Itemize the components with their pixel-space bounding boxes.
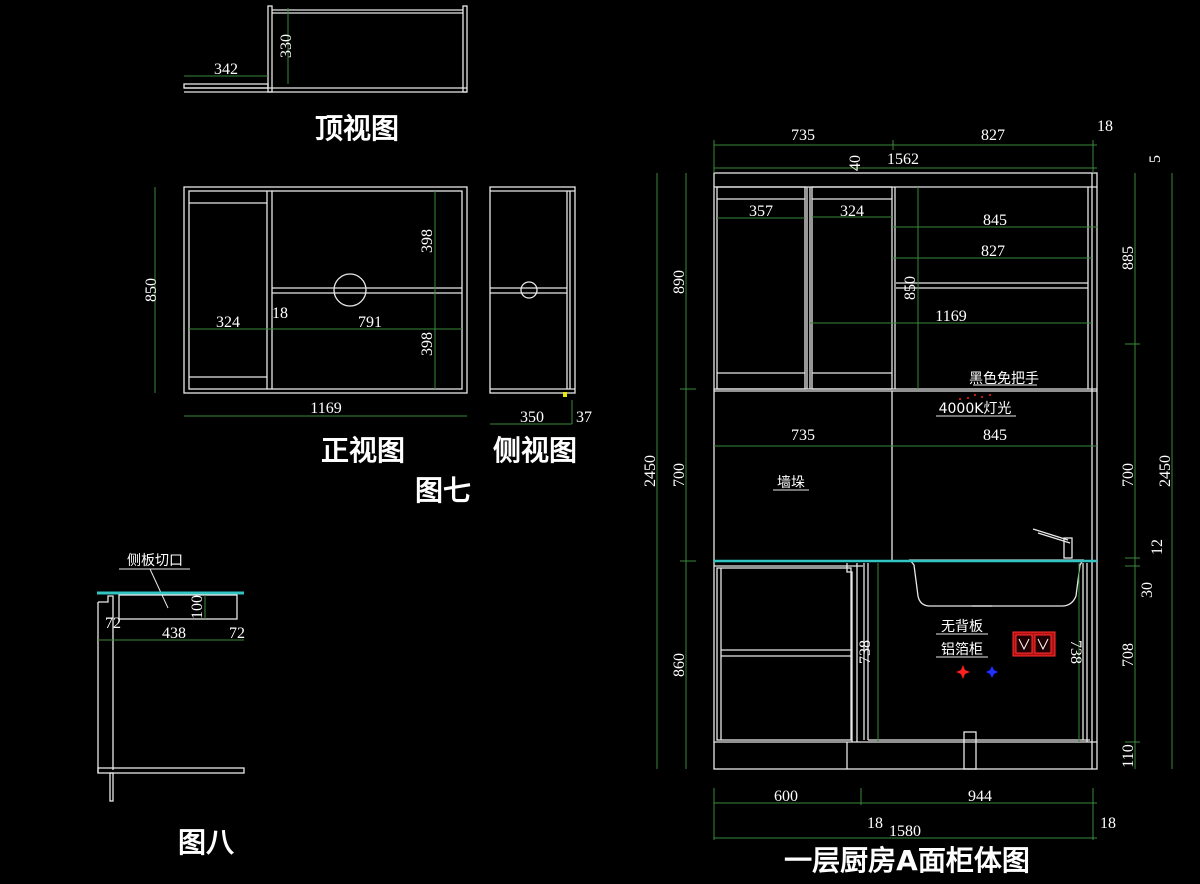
dim-main-40: 40 xyxy=(847,155,864,171)
dim-front-324: 324 xyxy=(216,314,240,331)
main-cabinet xyxy=(713,172,1098,770)
top-view-right-panel xyxy=(462,5,468,93)
faucet xyxy=(1063,537,1073,559)
power-socket-icon xyxy=(1012,631,1056,657)
side-view-hole xyxy=(520,281,538,299)
main-dims xyxy=(656,140,1173,840)
note-no-backboard: 无背板 xyxy=(941,619,983,635)
note-foil-cabinet: 铝箔柜 xyxy=(941,642,983,658)
dim-main-5: 5 xyxy=(1147,155,1164,163)
dim-front-850: 850 xyxy=(143,278,160,302)
dim-main-324: 324 xyxy=(840,203,864,220)
dim-side-37: 37 xyxy=(576,409,592,426)
dim-front-398-lower: 398 xyxy=(419,332,436,356)
dim-main-1580: 1580 xyxy=(889,823,921,840)
dim-main-944: 944 xyxy=(968,788,992,805)
dim-fig8-72-left: 72 xyxy=(105,615,121,632)
dim-main-850: 850 xyxy=(902,276,919,300)
dim-main-1169: 1169 xyxy=(935,308,966,325)
dim-top-342: 342 xyxy=(214,61,238,78)
dim-main-30: 30 xyxy=(1139,582,1156,598)
dim-main-827-top: 827 xyxy=(981,127,1005,144)
front-view xyxy=(183,186,468,394)
title-front-view: 正视图 xyxy=(321,434,405,467)
title-figure7: 图七 xyxy=(415,474,471,507)
front-view-hole xyxy=(333,273,367,307)
title-side-view: 侧视图 xyxy=(493,434,577,467)
figure8-drawing xyxy=(97,594,245,802)
front-view-dims xyxy=(154,187,467,417)
note-wall-pier: 墙垛 xyxy=(777,475,805,491)
side-view-marker xyxy=(563,392,567,397)
dim-fig8-438: 438 xyxy=(162,625,186,642)
top-view xyxy=(183,5,468,93)
dim-side-350: 350 xyxy=(520,409,544,426)
note-4000k-light: 4000K灯光 xyxy=(939,401,1012,417)
dim-main-700-right: 700 xyxy=(1120,463,1137,487)
side-view xyxy=(489,186,576,394)
note-side-cut: 侧板切口 xyxy=(127,553,183,569)
dim-main-890: 890 xyxy=(671,270,688,294)
cold-water-point-icon xyxy=(986,666,998,678)
light-icon xyxy=(959,394,991,400)
hot-water-point-icon xyxy=(956,665,970,679)
dim-fig8-72-right: 72 xyxy=(229,625,245,642)
dim-main-845-middle: 845 xyxy=(983,427,1007,444)
dim-main-110: 110 xyxy=(1120,744,1137,767)
dim-main-845-upper: 845 xyxy=(983,212,1007,229)
dim-front-1169: 1169 xyxy=(310,400,341,417)
note-black-handle: 黑色免把手 xyxy=(969,370,1039,387)
dim-main-18-top: 18 xyxy=(1097,118,1113,135)
title-figure8: 图八 xyxy=(178,826,235,859)
title-top-view: 顶视图 xyxy=(315,112,399,145)
title-main-elevation: 一层厨房A面柜体图 xyxy=(784,844,1030,877)
sink-basin xyxy=(908,559,1085,607)
dim-main-18-right: 18 xyxy=(1100,815,1116,832)
dim-main-700-left: 700 xyxy=(671,463,688,487)
top-view-dims xyxy=(184,8,289,84)
dim-main-2450-left: 2450 xyxy=(642,455,659,487)
dim-top-330: 330 xyxy=(278,34,295,58)
dim-front-398-upper: 398 xyxy=(419,229,436,253)
dim-main-735-middle: 735 xyxy=(791,427,815,444)
dim-main-860: 860 xyxy=(671,653,688,677)
dim-main-2450-right: 2450 xyxy=(1157,455,1174,487)
dim-main-600: 600 xyxy=(774,788,798,805)
top-view-left-panel xyxy=(267,5,273,93)
dim-main-738-left: 738 xyxy=(857,640,874,664)
dim-main-18-mid: 18 xyxy=(867,815,883,832)
dim-main-12: 12 xyxy=(1149,539,1166,555)
dim-main-735-top: 735 xyxy=(791,127,815,144)
dim-main-738-right: 738 xyxy=(1067,640,1084,664)
dim-fig8-100: 100 xyxy=(189,595,206,619)
dim-main-827-upper: 827 xyxy=(981,243,1005,260)
dim-front-791: 791 xyxy=(358,314,382,331)
dim-main-708: 708 xyxy=(1120,643,1137,667)
dim-main-885: 885 xyxy=(1120,246,1137,270)
dim-front-18: 18 xyxy=(272,305,288,322)
dim-main-357: 357 xyxy=(749,203,773,220)
dim-main-1562: 1562 xyxy=(887,151,919,168)
